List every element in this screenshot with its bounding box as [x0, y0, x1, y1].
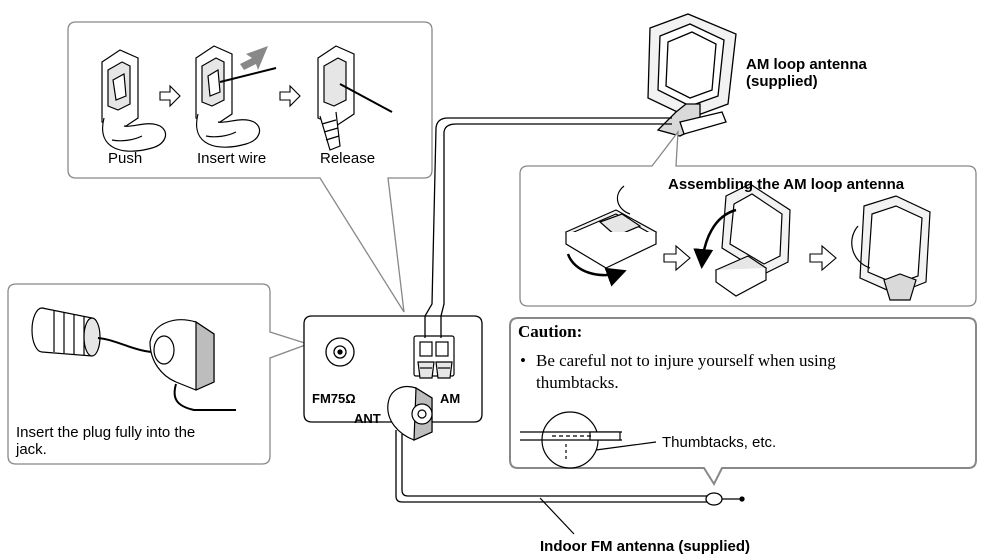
step-arrow-icon	[809, 244, 837, 272]
fm-terminal-label: FM75Ω	[312, 391, 356, 406]
ant-label: ANT	[354, 411, 381, 426]
insert-wire-illustration	[195, 45, 277, 148]
thumbtack-illustration	[520, 411, 657, 469]
assembling-title: Assembling the AM loop antenna	[668, 176, 905, 193]
am-antenna-supplied: (supplied)	[746, 73, 818, 90]
caution-text-line1: Be careful not to injure yourself when u…	[536, 351, 836, 370]
plug-instruction-line1: Insert the plug fully into the	[16, 424, 196, 441]
am-terminal-label: AM	[440, 391, 461, 406]
antenna-base-illustration	[564, 185, 658, 287]
antenna-fold-illustration	[693, 183, 791, 297]
am-antenna-title: AM loop antenna	[746, 56, 867, 73]
fm-antenna-leader	[539, 497, 575, 535]
step-arrow-icon	[663, 244, 691, 272]
caution-text-line2: thumbtacks.	[536, 373, 619, 392]
push-lever-illustration	[101, 49, 167, 152]
fm-antenna-label: Indoor FM antenna (supplied)	[540, 538, 750, 555]
release-label: Release	[320, 150, 376, 167]
caution-bullet: •	[520, 351, 526, 370]
am-loop-antenna	[647, 13, 737, 137]
thumbtacks-label: Thumbtacks, etc.	[662, 434, 777, 451]
assembled-antenna-illustration	[851, 195, 931, 301]
insert-wire-label: Insert wire	[197, 150, 267, 167]
am-antenna-wire	[424, 117, 672, 338]
push-label: Push	[108, 150, 143, 167]
caution-callout	[509, 317, 977, 487]
release-lever-illustration	[317, 45, 393, 151]
fm-plug	[387, 385, 433, 441]
plug-instruction-line2: jack.	[16, 441, 47, 458]
insert-direction-arrow-icon	[240, 46, 268, 70]
step-arrow-icon	[279, 84, 301, 108]
am-terminal[interactable]	[413, 335, 455, 379]
plug-illustration	[31, 307, 236, 411]
step-arrow-icon	[159, 84, 181, 108]
caution-title: Caution:	[518, 322, 583, 341]
fm-antenna-wire	[395, 430, 745, 506]
fm-jack[interactable]	[325, 337, 355, 367]
